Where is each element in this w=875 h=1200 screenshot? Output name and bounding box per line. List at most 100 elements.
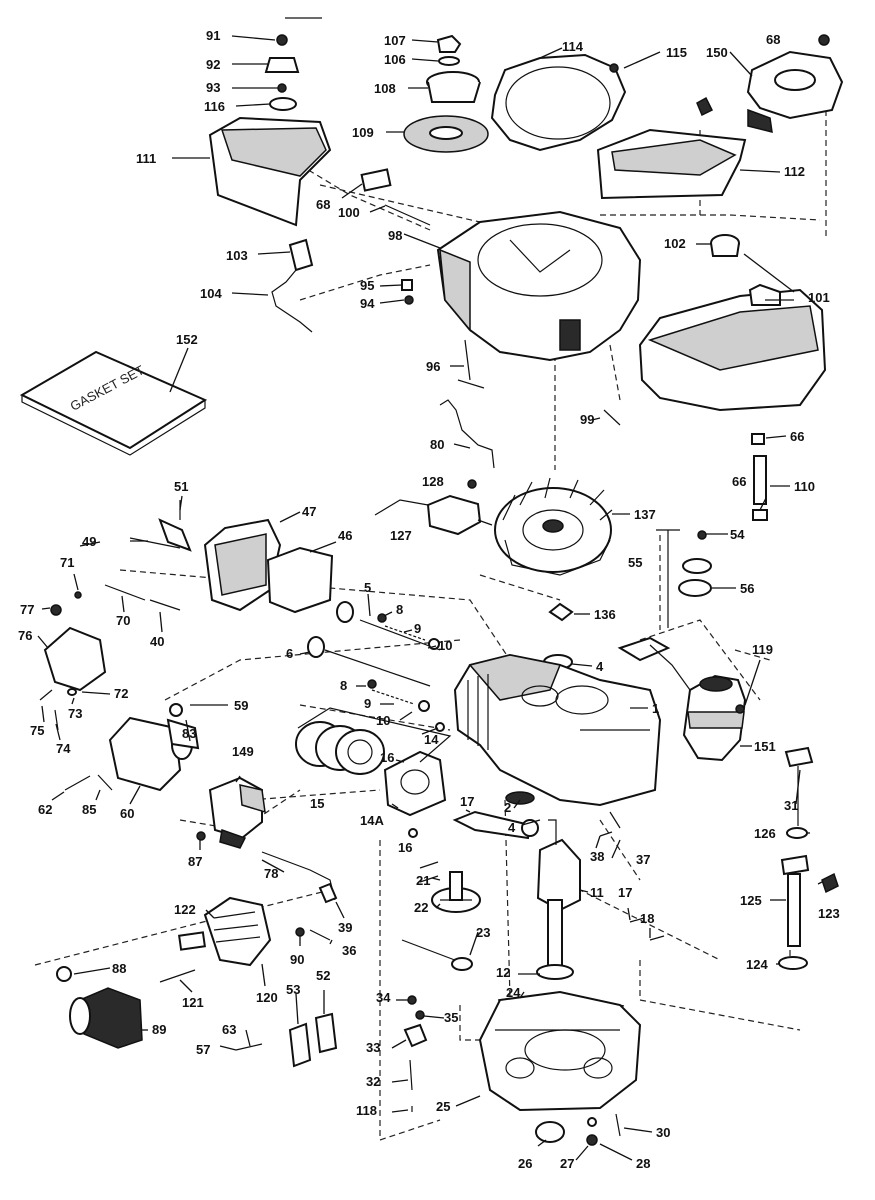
bolt-115: [696, 96, 714, 117]
callout-24: 24: [506, 985, 521, 1000]
valves: [307, 601, 441, 712]
callout-149: 149: [232, 744, 254, 759]
callout-126: 126: [754, 826, 776, 841]
callout-122: 122: [174, 902, 196, 917]
callout-80: 80: [430, 437, 444, 452]
callout-118: 118: [356, 1103, 377, 1118]
callout-121: 121: [182, 995, 204, 1010]
callout-76: 76: [18, 628, 32, 643]
callout-46: 46: [338, 528, 352, 543]
cylinder-head: [203, 518, 282, 612]
callout-92: 92: [206, 57, 220, 72]
callout-35: 35: [444, 1010, 458, 1025]
callout-83: 83: [182, 726, 196, 741]
ground-wire: [439, 399, 495, 469]
callout-8-lower: 8: [340, 678, 347, 693]
callout-66-upper: 66: [790, 429, 804, 444]
callout-9-lower: 9: [364, 696, 371, 711]
throttle-linkage: [261, 851, 338, 941]
blower-housing: [436, 210, 642, 362]
callout-28: 28: [636, 1156, 650, 1171]
callout-2: 2: [504, 800, 511, 815]
callout-116-top: 116: [204, 99, 225, 114]
callout-21: 21: [416, 873, 430, 888]
callout-numbers: 91 92 93 116 111 68 100 98 103 104 95 94…: [18, 28, 840, 1171]
callout-124: 124: [746, 957, 768, 972]
head-bolt-49: [129, 537, 181, 549]
callout-39: 39: [338, 920, 352, 935]
callout-33: 33: [366, 1040, 380, 1055]
piston: [383, 722, 447, 838]
screw-115: [609, 63, 619, 73]
callout-107: 107: [384, 33, 406, 48]
callout-77: 77: [20, 602, 34, 617]
oil-sump: [478, 990, 642, 1112]
callout-10-upper: 10: [438, 638, 452, 653]
cover-hardware-stack: [264, 34, 300, 111]
callout-78: 78: [264, 866, 278, 881]
assembly-dashed-lines: [34, 100, 827, 1141]
callout-111: 111: [136, 151, 156, 166]
callout-14a: 14A: [360, 813, 384, 828]
callout-4-lower: 4: [508, 820, 516, 835]
primer-parts: [656, 529, 712, 628]
callout-34: 34: [376, 990, 391, 1005]
air-cleaner: [159, 896, 272, 983]
callout-40: 40: [150, 634, 164, 649]
callout-17-lower: 17: [618, 885, 632, 900]
callout-57: 57: [196, 1042, 210, 1057]
callout-10-lower: 10: [376, 713, 390, 728]
cylinder-shroud: [596, 128, 747, 200]
callout-68-top: 68: [316, 197, 330, 212]
callout-52: 52: [316, 968, 330, 983]
callout-37: 37: [636, 852, 650, 867]
callout-63: 63: [222, 1022, 236, 1037]
callout-11: 11: [590, 885, 604, 900]
callout-32: 32: [366, 1074, 380, 1089]
gasket-68-top: [360, 168, 392, 192]
gasket-set-book: [19, 350, 208, 456]
callout-27: 27: [560, 1156, 574, 1171]
spark-plug: [158, 500, 192, 552]
callout-36: 36: [342, 943, 356, 958]
callout-72: 72: [114, 686, 128, 701]
callout-150: 150: [706, 45, 728, 60]
callout-115: 115: [666, 45, 687, 60]
callout-137: 137: [634, 507, 656, 522]
callout-112: 112: [784, 164, 805, 179]
callout-12: 12: [496, 965, 510, 980]
ignition-module: [374, 479, 482, 536]
callout-99: 99: [580, 412, 594, 427]
callout-93: 93: [206, 80, 220, 95]
callout-23: 23: [476, 925, 490, 940]
callout-88: 88: [112, 961, 126, 976]
callout-151: 151: [754, 739, 776, 754]
callout-119: 119: [752, 642, 773, 657]
callout-125: 125: [740, 893, 762, 908]
tappets-21: [419, 861, 439, 883]
callout-66-lower: 66: [732, 474, 746, 489]
callout-68-right: 68: [766, 32, 780, 47]
callout-90: 90: [290, 952, 304, 967]
callout-85: 85: [82, 802, 96, 817]
callout-26: 26: [518, 1156, 532, 1171]
callout-87: 87: [188, 854, 202, 869]
governor-shaft-23: [401, 939, 473, 971]
callout-16-upper: 16: [380, 750, 394, 765]
callout-59: 59: [234, 698, 248, 713]
callout-5: 5: [364, 580, 371, 595]
cylinder-block: [453, 653, 662, 807]
choke-knob: [271, 238, 314, 333]
callout-114: 114: [562, 39, 584, 54]
rotating-screen: [490, 53, 627, 152]
callout-108: 108: [374, 81, 396, 96]
fuel-line: [751, 433, 768, 521]
callout-1: 1: [652, 701, 659, 716]
callout-70: 70: [116, 613, 130, 628]
callout-103: 103: [226, 248, 248, 263]
callout-53: 53: [286, 982, 300, 997]
callout-9-upper: 9: [414, 621, 421, 636]
callout-89: 89: [152, 1022, 166, 1037]
connecting-rod: [452, 810, 539, 840]
callout-98: 98: [388, 228, 402, 243]
